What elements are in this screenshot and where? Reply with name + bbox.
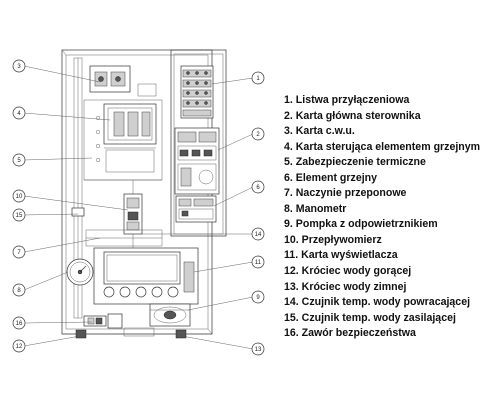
callout-number: 2 <box>256 132 260 138</box>
legend-item: 6. Element grzejny <box>284 171 378 184</box>
callout-leaders <box>23 65 254 350</box>
flow-meter <box>123 180 143 248</box>
legend-item: 9. Pompka z odpowietrznikiem <box>284 218 438 231</box>
callout-15: 15 <box>12 208 26 222</box>
legend-item: 12. Króciec wody gorącej <box>284 265 412 278</box>
callout-13: 13 <box>251 342 265 356</box>
thermal-protection <box>89 65 157 97</box>
callout-8: 8 <box>12 283 26 297</box>
pump-with-air-vent <box>149 303 191 327</box>
callout-number: 4 <box>17 111 21 117</box>
legend-item: 15. Czujnik temp. wody zasilającej <box>284 311 456 324</box>
callout-number: 15 <box>16 213 23 219</box>
legend-item: 10. Przepływomierz <box>284 233 382 246</box>
legend-item: 4. Karta sterująca elementem grzejnym <box>284 140 481 153</box>
callout-14: 14 <box>251 227 265 241</box>
callout-10: 10 <box>12 189 26 203</box>
callout-number: 3 <box>17 64 21 70</box>
callout-12: 12 <box>12 339 26 353</box>
callout-16: 16 <box>12 316 26 330</box>
callout-number: 5 <box>17 158 21 164</box>
callout-number: 9 <box>256 295 260 301</box>
callout-number: 16 <box>16 321 23 327</box>
callout-number: 1 <box>256 76 260 82</box>
callout-6: 6 <box>251 180 265 194</box>
dhw-board <box>175 195 217 223</box>
heating-element-control-board <box>103 103 157 173</box>
callout-2: 2 <box>251 127 265 141</box>
callout-3: 3 <box>12 59 26 73</box>
display-board <box>93 247 199 305</box>
bottom-fittings <box>62 313 212 339</box>
callout-number: 8 <box>17 288 21 294</box>
callout-7: 7 <box>12 245 26 259</box>
legend-item: 8. Manometr <box>284 202 347 215</box>
callout-1: 1 <box>251 71 265 85</box>
legend-item: 1. Listwa przyłączeniowa <box>284 94 410 106</box>
pressure-gauge <box>66 258 94 286</box>
legend-item: 13. Króciec wody zimnej <box>284 280 407 293</box>
callout-11: 11 <box>251 255 265 269</box>
legend-item: 14. Czujnik temp. wody powracającej <box>284 296 471 309</box>
connection-strip <box>180 65 214 119</box>
callout-number: 6 <box>256 185 260 191</box>
callout-number: 10 <box>16 194 23 200</box>
callout-5: 5 <box>12 153 26 167</box>
heating-element <box>83 99 163 181</box>
parts-legend: 1. Listwa przyłączeniowa 2. Karta główna… <box>284 93 494 342</box>
callout-4: 4 <box>12 106 26 120</box>
legend-item: 5. Zabezpieczenie termiczne <box>284 156 426 169</box>
callout-number: 13 <box>255 347 262 353</box>
callout-number: 14 <box>255 232 262 238</box>
callout-number: 12 <box>16 344 23 350</box>
callout-number: 7 <box>17 250 21 256</box>
legend-item: 3. Karta c.w.u. <box>284 125 355 138</box>
legend-item: 11. Karta wyświetlacza <box>284 249 398 262</box>
callout-number: 11 <box>255 260 262 266</box>
callout-9: 9 <box>251 290 265 304</box>
legend-item: 2. Karta główna sterownika <box>284 109 421 122</box>
legend-item: 7. Naczynie przeponowe <box>284 187 407 200</box>
main-controller-board <box>174 127 220 195</box>
legend-item: 16. Zawór bezpieczeństwa <box>284 327 416 340</box>
